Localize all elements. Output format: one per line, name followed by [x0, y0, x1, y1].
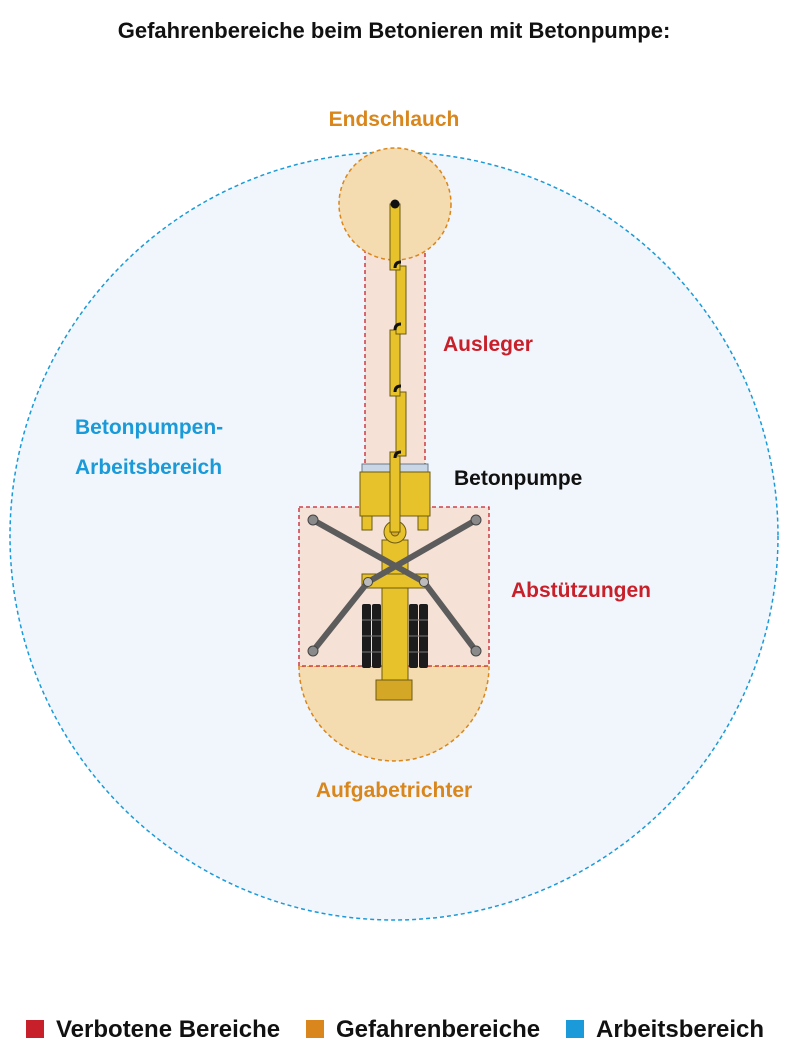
diagram-title: Gefahrenbereiche beim Betonieren mit Bet…	[118, 18, 671, 43]
hopper-danger-zone	[298, 665, 490, 762]
legend-swatch-orange	[306, 1019, 324, 1038]
label-betonpumpe: Betonpumpe	[454, 467, 582, 490]
label-abstuetzungen: Abstützungen	[511, 579, 651, 602]
outrigger-rear-right	[421, 579, 479, 654]
left-wheels	[362, 604, 381, 668]
outrigger-rear-left	[310, 579, 371, 654]
boom-joint	[393, 260, 402, 269]
boom-joint	[393, 322, 402, 331]
legend: Verbotene Bereiche Gefahrenbereiche Arbe…	[0, 1010, 788, 1050]
outrigger-pad	[470, 645, 482, 657]
boom	[389, 199, 407, 533]
boom-segment-1	[389, 451, 401, 533]
legend-item-forbidden: Verbotene Bereiche	[26, 1010, 280, 1050]
label-arbeitsbereich-line2: Arbeitsbereich	[75, 456, 222, 479]
boom-joint	[393, 384, 402, 393]
boom-segment-5	[389, 203, 401, 271]
outrigger-joint	[419, 577, 429, 587]
legend-swatch-blue	[566, 1019, 584, 1038]
label-endschlauch: Endschlauch	[329, 108, 460, 131]
label-ausleger: Ausleger	[443, 333, 533, 356]
legend-item-work: Arbeitsbereich	[566, 1010, 764, 1050]
label-aufgabetrichter: Aufgabetrichter	[316, 779, 472, 802]
hose-end-point	[390, 199, 400, 209]
outrigger-front-left	[310, 517, 427, 585]
legend-label: Arbeitsbereich	[596, 1016, 765, 1043]
label-arbeitsbereich-line1: Betonpumpen-	[75, 416, 223, 439]
legend-label: Gefahrenbereiche	[336, 1016, 541, 1043]
boom-joint	[393, 450, 402, 459]
hopper-box	[375, 679, 413, 701]
outrigger-pad	[307, 645, 319, 657]
outrigger-front-right	[365, 517, 479, 585]
cab-step-left	[361, 515, 373, 531]
legend-swatch-red	[26, 1019, 44, 1038]
boom-segment-4	[395, 265, 407, 335]
legend-item-danger: Gefahrenbereiche	[306, 1010, 540, 1050]
outrigger-pad	[470, 514, 482, 526]
outrigger-joint	[363, 577, 373, 587]
legend-label: Verbotene Bereiche	[56, 1016, 281, 1043]
outrigger-pad	[307, 514, 319, 526]
boom-segment-2	[395, 391, 407, 457]
cab-step-right	[417, 515, 429, 531]
right-wheels	[409, 604, 428, 668]
